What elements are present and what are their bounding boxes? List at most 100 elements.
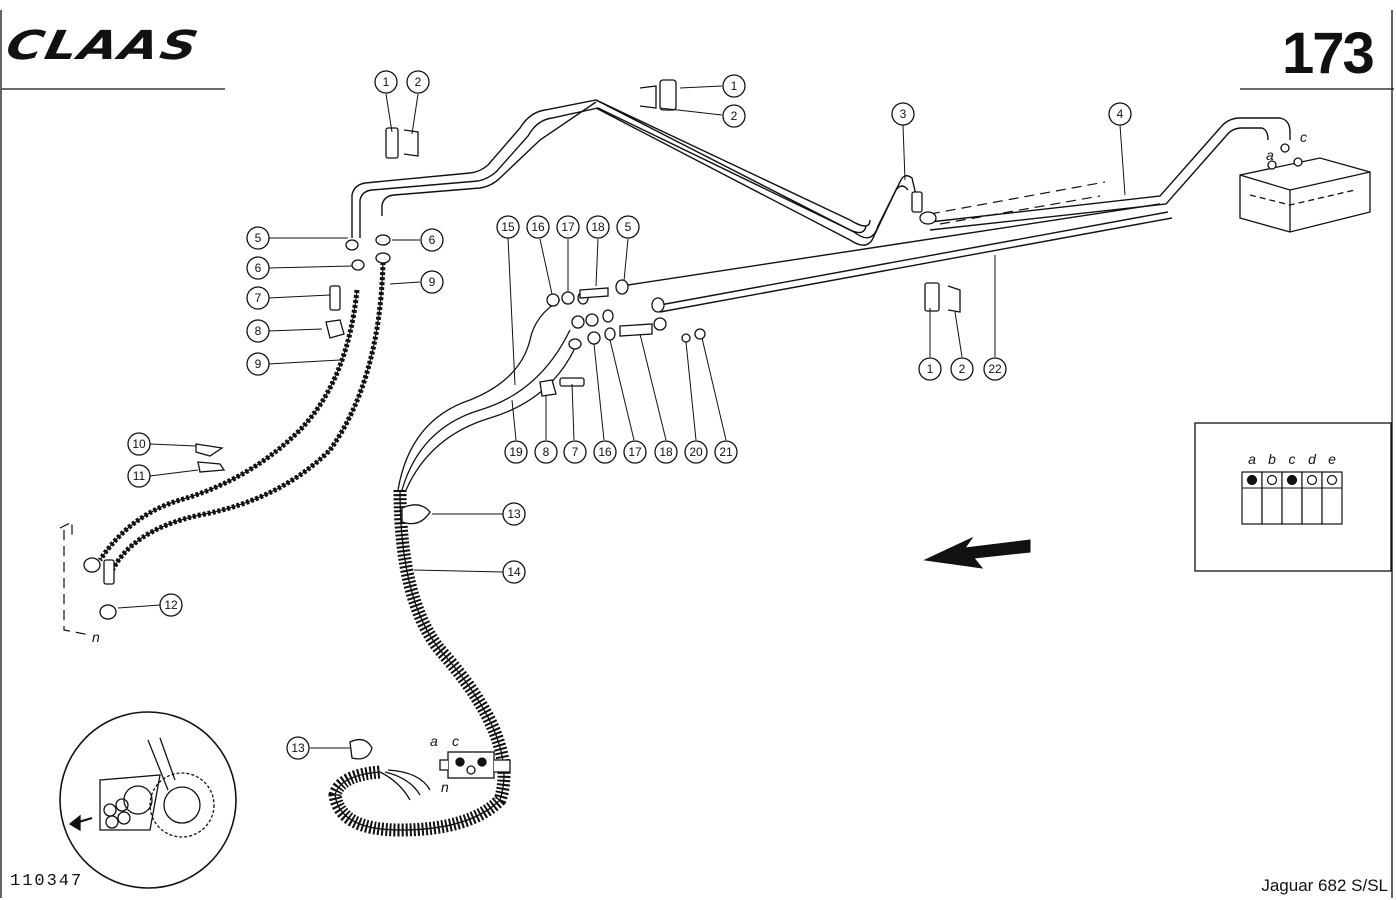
callout-9-right: 9 bbox=[420, 270, 444, 294]
svg-text:16: 16 bbox=[598, 445, 612, 459]
callout-21: 21 bbox=[714, 440, 738, 464]
callout-17-top: 17 bbox=[556, 215, 580, 239]
svg-text:1: 1 bbox=[927, 362, 934, 376]
callout-13-upper: 13 bbox=[502, 502, 526, 526]
svg-text:17: 17 bbox=[561, 220, 575, 234]
svg-text:13: 13 bbox=[291, 741, 305, 755]
svg-text:1: 1 bbox=[731, 79, 738, 93]
callout-18-top: 18 bbox=[586, 215, 610, 239]
callout-16-bottom: 16 bbox=[593, 440, 617, 464]
callout-18-bottom: 18 bbox=[654, 440, 678, 464]
callout-5-top: 5 bbox=[616, 215, 640, 239]
callout-3: 3 bbox=[891, 102, 915, 126]
svg-text:18: 18 bbox=[659, 445, 673, 459]
svg-text:16: 16 bbox=[531, 220, 545, 234]
valve-label-n: n bbox=[441, 779, 449, 795]
document-code: 110347 bbox=[10, 872, 84, 891]
leader-lines bbox=[117, 85, 1126, 749]
svg-text:2: 2 bbox=[959, 362, 966, 376]
callout-7-bottom: 7 bbox=[563, 440, 587, 464]
svg-text:5: 5 bbox=[255, 231, 262, 245]
port-label-c: c bbox=[1300, 129, 1307, 145]
fittings bbox=[83, 79, 961, 760]
svg-text:12: 12 bbox=[164, 598, 178, 612]
direction-arrow-icon bbox=[923, 536, 1031, 569]
variant-column-label: b bbox=[1268, 451, 1276, 467]
corrugated-hose bbox=[328, 299, 576, 837]
port-label-a: a bbox=[1266, 147, 1274, 163]
callout-13-lower: 13 bbox=[286, 736, 310, 760]
callout-16-top: 16 bbox=[526, 215, 550, 239]
port-valve bbox=[439, 751, 511, 779]
svg-text:6: 6 bbox=[429, 233, 436, 247]
svg-text:19: 19 bbox=[509, 445, 523, 459]
callout-11: 11 bbox=[127, 464, 151, 488]
variant-marker-empty bbox=[1266, 474, 1278, 486]
svg-text:9: 9 bbox=[255, 357, 262, 371]
svg-text:7: 7 bbox=[255, 291, 262, 305]
variant-marker-empty bbox=[1326, 474, 1338, 486]
callout-14: 14 bbox=[502, 560, 526, 584]
callout-17-bottom: 17 bbox=[623, 440, 647, 464]
callout-1-clip: 1 bbox=[722, 74, 746, 98]
variant-column-label: a bbox=[1248, 451, 1256, 467]
svg-text:20: 20 bbox=[689, 445, 703, 459]
svg-text:14: 14 bbox=[507, 565, 521, 579]
callout-7-left: 7 bbox=[246, 286, 270, 310]
callout-10: 10 bbox=[127, 432, 151, 456]
svg-text:3: 3 bbox=[900, 107, 907, 121]
svg-text:9: 9 bbox=[429, 275, 436, 289]
svg-text:6: 6 bbox=[255, 261, 262, 275]
callout-6-right: 6 bbox=[420, 228, 444, 252]
svg-text:10: 10 bbox=[132, 437, 146, 451]
variant-table-frame bbox=[1194, 422, 1392, 572]
label-n-left: n bbox=[92, 629, 100, 645]
svg-text:15: 15 bbox=[501, 220, 515, 234]
variant-marker-empty bbox=[1306, 474, 1318, 486]
valve-block bbox=[1239, 143, 1371, 233]
variant-column-label: c bbox=[1289, 451, 1296, 467]
valve-label-c: c bbox=[452, 733, 459, 749]
callout-1-right: 1 bbox=[918, 357, 942, 381]
svg-text:18: 18 bbox=[591, 220, 605, 234]
callout-5-left: 5 bbox=[246, 226, 270, 250]
callout-20: 20 bbox=[684, 440, 708, 464]
callout-22: 22 bbox=[983, 357, 1007, 381]
svg-text:4: 4 bbox=[1117, 107, 1124, 121]
svg-text:2: 2 bbox=[415, 75, 422, 89]
variant-column-label: d bbox=[1308, 451, 1317, 467]
svg-text:22: 22 bbox=[988, 362, 1002, 376]
callout-2-right: 2 bbox=[950, 357, 974, 381]
callout-8-bottom: 8 bbox=[534, 440, 558, 464]
svg-text:13: 13 bbox=[507, 507, 521, 521]
callout-6-left: 6 bbox=[246, 256, 270, 280]
page-number: 173 bbox=[1282, 21, 1375, 86]
callout-15: 15 bbox=[496, 215, 520, 239]
callout-12: 12 bbox=[159, 593, 183, 617]
svg-text:5: 5 bbox=[625, 220, 632, 234]
variant-column-cell bbox=[1321, 471, 1343, 525]
svg-text:21: 21 bbox=[719, 445, 733, 459]
callout-8-left: 8 bbox=[246, 319, 270, 343]
valve-label-a: a bbox=[430, 733, 438, 749]
callout-19: 19 bbox=[504, 440, 528, 464]
dashed-pipe-reference bbox=[59, 181, 1106, 636]
callout-2-top: 2 bbox=[406, 70, 430, 94]
svg-text:8: 8 bbox=[543, 445, 550, 459]
svg-text:8: 8 bbox=[255, 324, 262, 338]
callout-4: 4 bbox=[1108, 102, 1132, 126]
svg-text:2: 2 bbox=[731, 109, 738, 123]
page-frame-lines bbox=[0, 10, 1394, 898]
variant-marker-filled bbox=[1246, 474, 1258, 486]
svg-text:1: 1 bbox=[383, 75, 390, 89]
svg-text:11: 11 bbox=[133, 469, 146, 483]
callout-1-top: 1 bbox=[374, 70, 398, 94]
main-pipe-loop bbox=[351, 99, 1291, 313]
svg-text:7: 7 bbox=[572, 445, 579, 459]
svg-text:17: 17 bbox=[628, 445, 642, 459]
machine-overview-icon bbox=[59, 711, 237, 889]
variant-marker-filled bbox=[1286, 474, 1298, 486]
